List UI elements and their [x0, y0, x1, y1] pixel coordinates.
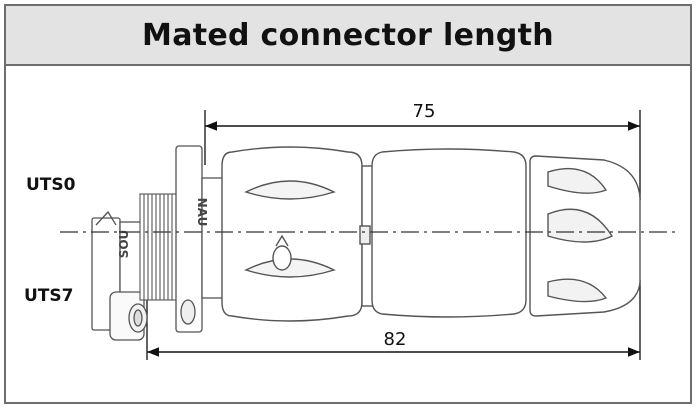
dimension-value-lower: 82 — [384, 329, 407, 350]
diagram-title: Mated connector length — [142, 17, 554, 53]
label-uts7: UTS7 — [24, 286, 73, 306]
flange-marking: SOU — [117, 230, 131, 259]
plug-body — [359, 148, 527, 318]
nut-marking: NAU — [195, 198, 209, 227]
dimension-value-upper: 75 — [413, 101, 436, 122]
hex-nut — [175, 145, 229, 333]
threaded-body — [139, 193, 179, 301]
coupling-ring — [221, 146, 363, 322]
label-uts0: UTS0 — [26, 175, 76, 195]
cable-boot — [529, 155, 641, 317]
title-bar: Mated connector length — [6, 6, 690, 66]
